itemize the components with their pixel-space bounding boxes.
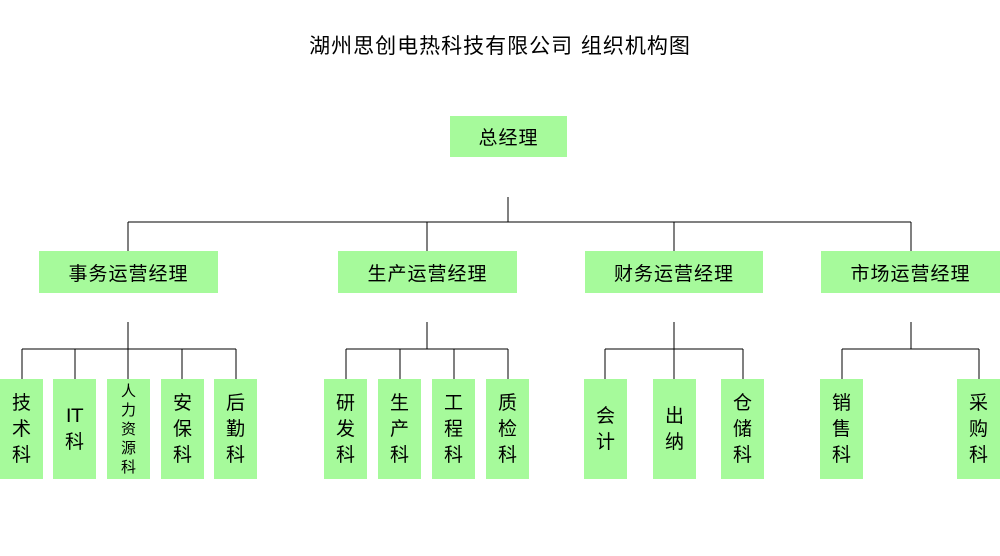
node-dept-label: 销售科	[831, 392, 851, 466]
node-dept: 安保科	[161, 379, 204, 479]
node-dept: 后勤科	[214, 379, 257, 479]
node-dept: 生产科	[378, 379, 421, 479]
node-dept-label: 研发科	[335, 392, 355, 466]
node-dept-label: 会计	[595, 405, 615, 453]
node-dept: 销售科	[820, 379, 863, 479]
node-manager-production: 生产运营经理	[338, 251, 517, 293]
node-dept: 会计	[584, 379, 627, 479]
node-manager-finance: 财务运营经理	[585, 251, 763, 293]
node-manager-affairs: 事务运营经理	[39, 251, 218, 293]
node-dept-label: IT科	[64, 405, 84, 453]
node-dept-label: 安保科	[172, 392, 192, 466]
node-dept-label: 技术科	[11, 392, 31, 466]
node-dept: 出纳	[653, 379, 696, 479]
node-dept-label: 工程科	[443, 392, 463, 466]
chart-title: 湖州思创电热科技有限公司 组织机构图	[309, 34, 691, 58]
node-dept: 技术科	[0, 379, 43, 479]
node-dept: 质检科	[486, 379, 529, 479]
node-dept: IT科	[53, 379, 96, 479]
node-dept: 研发科	[324, 379, 367, 479]
node-dept-label: 人力资源科	[121, 381, 137, 476]
node-dept-label: 仓储科	[732, 392, 752, 466]
node-dept-label: 采购科	[968, 392, 988, 466]
node-dept: 工程科	[432, 379, 475, 479]
node-dept-label: 后勤科	[225, 392, 245, 466]
node-dept-label: 质检科	[497, 392, 517, 466]
node-dept-label: 生产科	[389, 392, 409, 466]
node-manager-market: 市场运营经理	[821, 251, 1000, 293]
node-dept: 仓储科	[721, 379, 764, 479]
node-dept: 采购科	[957, 379, 1000, 479]
node-general-manager: 总经理	[450, 116, 567, 157]
node-dept: 人力资源科	[107, 379, 150, 479]
node-dept-label: 出纳	[664, 405, 684, 453]
